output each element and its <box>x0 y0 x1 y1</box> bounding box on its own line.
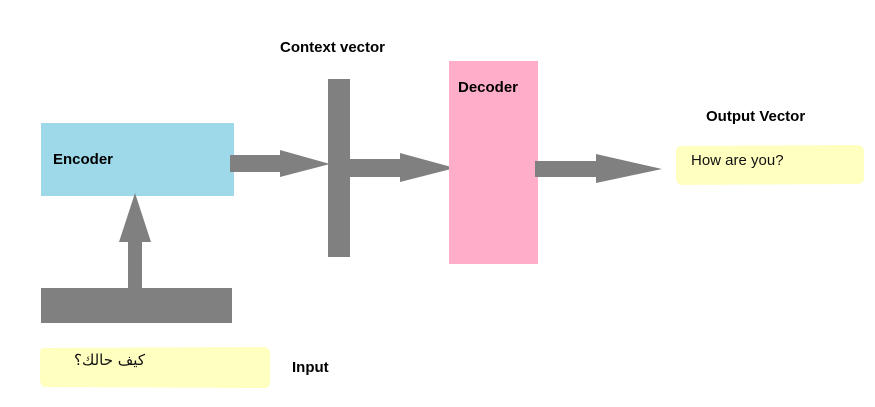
output-vector-label: Output Vector <box>706 108 806 125</box>
encoder-block <box>41 123 234 196</box>
input-arabic-text: كيف حالك؟ <box>74 351 145 369</box>
context-vector-label: Context vector <box>280 39 386 56</box>
input-bar <box>41 288 232 323</box>
decoder-to-output-arrow <box>535 154 662 183</box>
context-to-decoder-arrow <box>350 153 455 182</box>
output-text-highlight <box>676 145 864 185</box>
input-label: Input <box>292 359 329 376</box>
context-vector-bar <box>328 79 350 257</box>
encoder-label: Encoder <box>53 151 114 168</box>
decoder-block <box>449 61 538 264</box>
encoder-to-context-arrow <box>230 150 330 177</box>
decoder-label: Decoder <box>458 79 519 96</box>
output-english-text: How are you? <box>691 152 784 169</box>
input-text-highlight <box>40 347 271 388</box>
input-to-encoder-arrow <box>119 193 151 288</box>
